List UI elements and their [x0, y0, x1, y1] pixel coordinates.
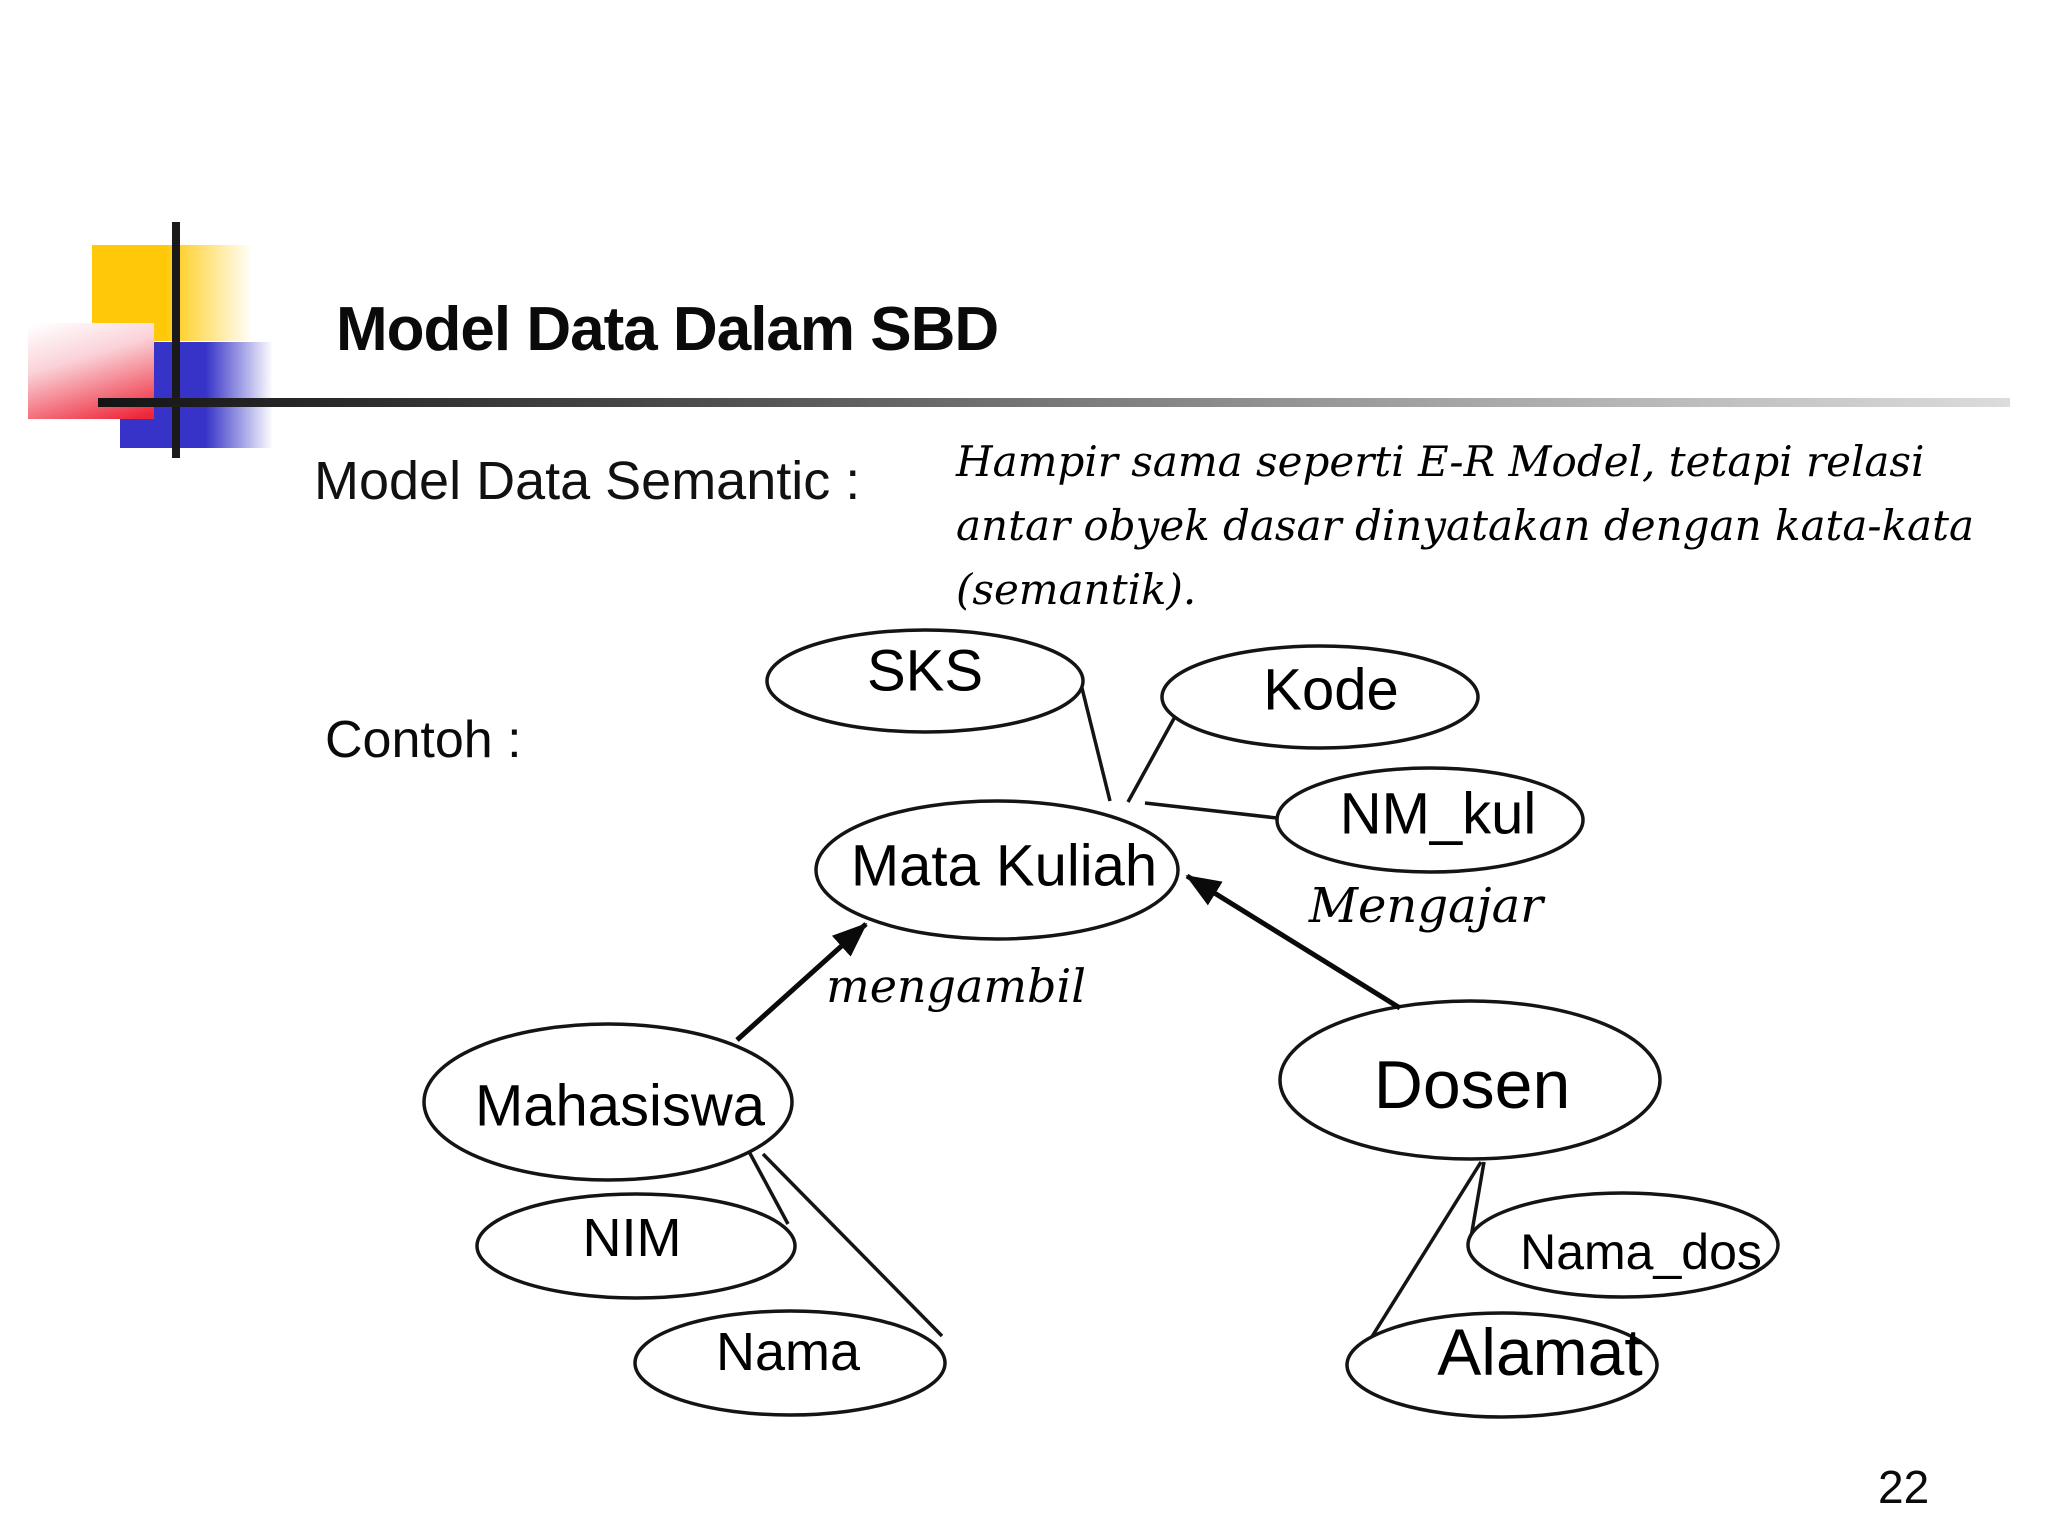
attribute-ellipse-kode: [1160, 644, 1480, 750]
connector-sks-matakuliah: [1076, 671, 1112, 802]
arrow-mengambil: [735, 922, 868, 1042]
node-label-nama: Nama: [715, 1322, 861, 1382]
node-label-dosen: Dosen: [1373, 1047, 1571, 1123]
node-label-sks: SKS: [866, 638, 984, 704]
semantic-label: Model Data Semantic :: [314, 451, 861, 511]
slide-title: Model Data Dalam SBD: [336, 295, 999, 364]
attribute-ellipse-alamat: [1345, 1311, 1659, 1419]
connector-alamat-dosen: [1366, 1161, 1483, 1344]
connector-nama-mahasiswa: [761, 1152, 944, 1338]
entity-ellipse-dosen: [1278, 999, 1662, 1161]
attribute-ellipse-nama-dos: [1466, 1191, 1780, 1299]
node-label-mahasiswa: Mahasiswa: [474, 1073, 766, 1139]
attribute-ellipse-nama: [633, 1309, 947, 1417]
attribute-ellipse-nm-kul: [1275, 766, 1585, 874]
connector-kode-matakuliah: [1126, 712, 1179, 803]
relation-label-mengambil: mengambil: [826, 959, 1086, 1013]
node-label-nim: NIM: [582, 1208, 682, 1268]
decoration-vertical-line: [172, 222, 180, 458]
semantic-description-line1: Hampir sama seperti E-R Model, tetapi re…: [956, 437, 1925, 486]
node-label-mata-kuliah: Mata Kuliah: [850, 833, 1158, 899]
entity-ellipse-mahasiswa: [422, 1022, 794, 1182]
connector-nmkul-matakuliah: [1144, 801, 1278, 820]
page-number: 22: [1878, 1461, 1930, 1513]
attribute-ellipse-nim: [475, 1192, 797, 1300]
title-underline: [98, 398, 2010, 407]
arrow-mengajar: [1185, 873, 1402, 1011]
connector-nim-mahasiswa: [744, 1145, 790, 1225]
semantic-description: Hampir sama seperti E-R Model, tetapi re…: [956, 430, 1974, 622]
node-label-kode: Kode: [1263, 657, 1399, 723]
attribute-ellipse-sks: [765, 628, 1085, 734]
node-label-nama-dos: Nama_dos: [1520, 1224, 1762, 1280]
example-label: Contoh :: [325, 711, 522, 769]
entity-ellipse-mata-kuliah: [814, 799, 1180, 941]
semantic-description-line3: (semantik).: [956, 565, 1197, 614]
node-label-alamat: Alamat: [1437, 1315, 1643, 1389]
connector-namados-dosen: [1468, 1161, 1486, 1244]
semantic-description-line2: antar obyek dasar dinyatakan dengan kata…: [956, 501, 1975, 550]
relation-label-mengajar: Mengajar: [1308, 878, 1544, 934]
node-label-nm-kul: NM_kul: [1339, 781, 1537, 847]
